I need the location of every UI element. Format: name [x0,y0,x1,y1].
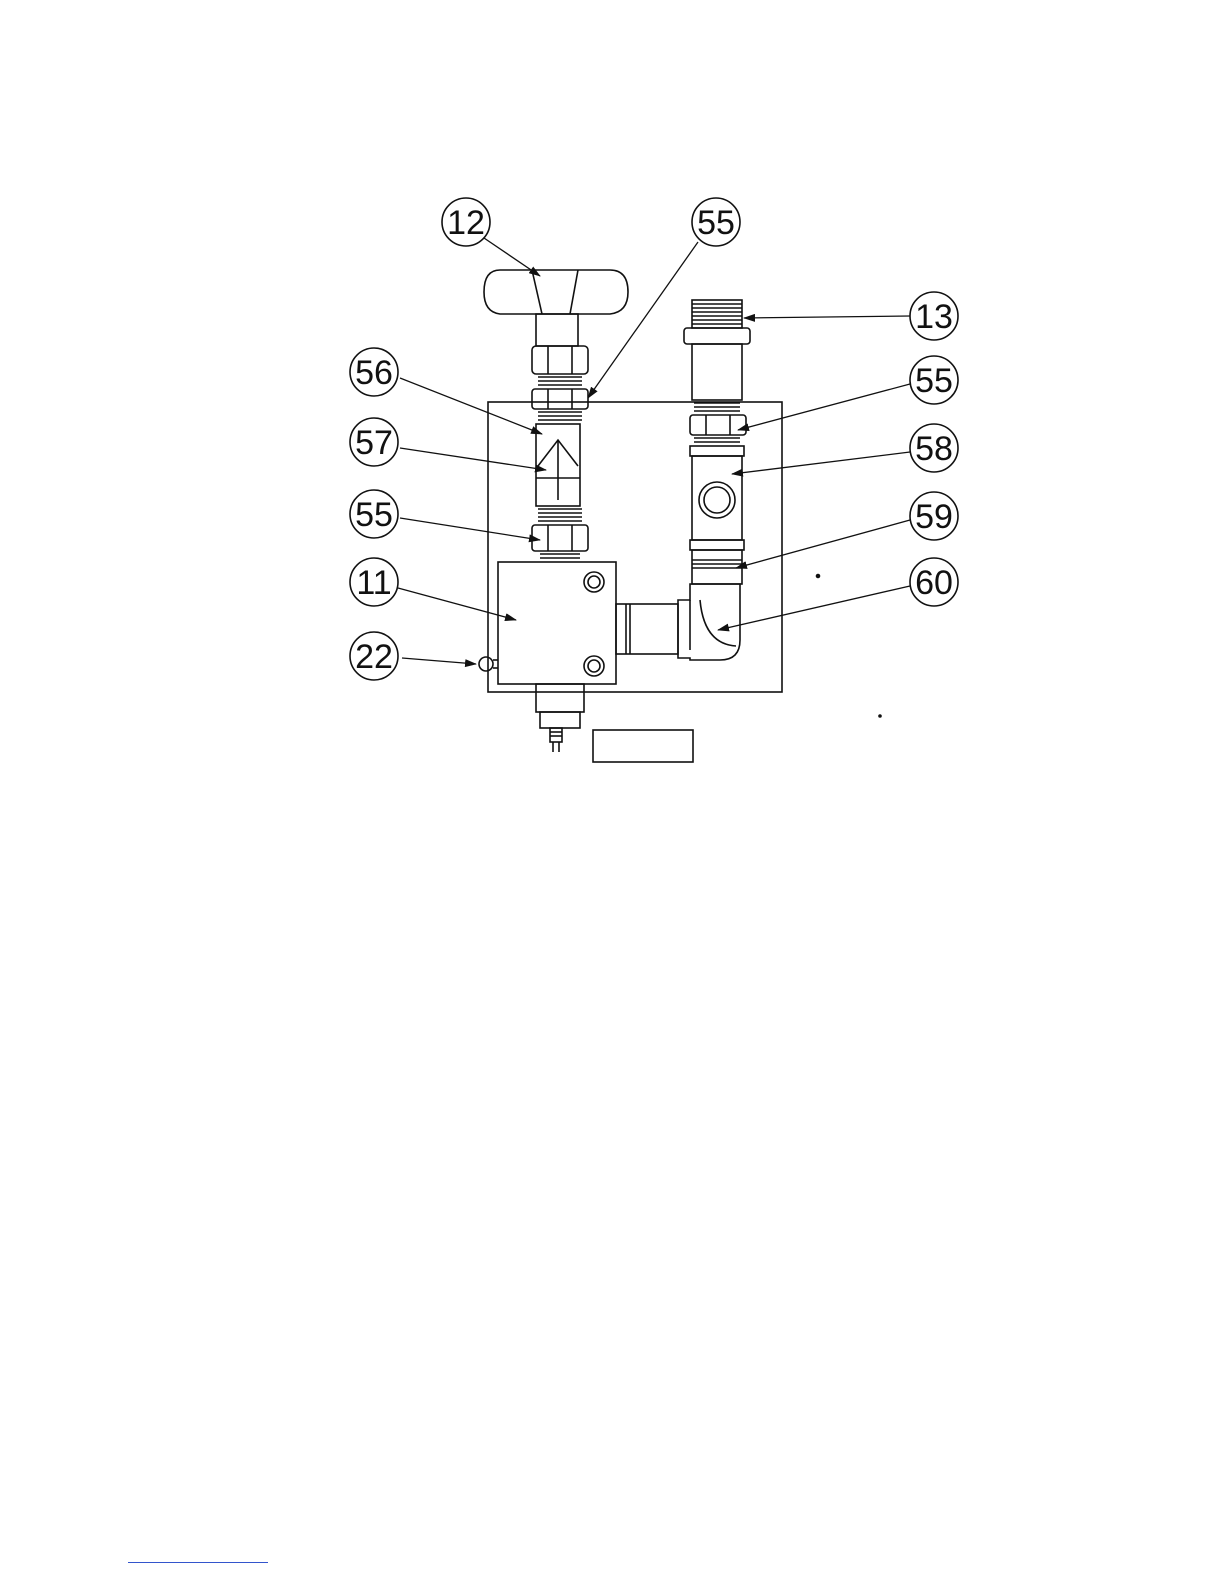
callout-56: 56 [355,354,393,392]
callout-13: 13 [915,298,953,336]
balloons [350,198,958,680]
callout-11: 11 [356,564,391,602]
sight-glass-tee [690,446,744,456]
handle-knob [484,270,628,314]
callout-57: 57 [355,424,393,462]
callout-55-lower: 55 [355,496,393,534]
footer-rule [128,1562,268,1563]
callout-22: 22 [355,638,393,676]
bottom-adjuster [536,684,584,712]
callout-59: 59 [915,498,953,536]
callout-55-top: 55 [697,204,735,242]
fitting-nut-right [690,415,746,435]
upper-hex-nut [532,346,588,374]
leader-lines [398,238,910,664]
callout-12: 12 [447,204,485,242]
nipple [692,550,742,584]
fitting-nut-top-left [532,389,588,409]
callout-60: 60 [915,564,953,602]
fitting-nut-lower-left [532,525,588,551]
label-box [593,730,693,762]
elbow [678,584,740,660]
upper-threads [538,377,582,385]
side-port [479,657,493,671]
callout-58: 58 [915,430,953,468]
lower-threads [538,509,582,521]
callout-55-right: 55 [915,362,953,400]
top-threaded-end [692,300,742,328]
valve-block [498,562,616,684]
